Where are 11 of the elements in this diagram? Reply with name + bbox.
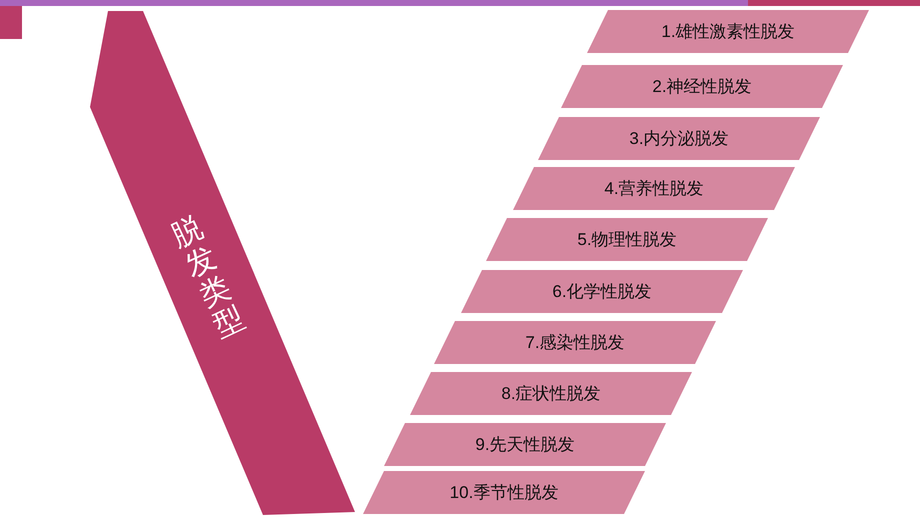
type-label: 1.雄性激素性脱发 [661, 22, 795, 42]
banner-title: 脱发类型 [166, 210, 250, 344]
type-label: 9.先天性脱发 [475, 434, 575, 454]
type-label: 2.神经性脱发 [652, 76, 752, 96]
type-label: 5.物理性脱发 [577, 230, 677, 250]
type-label: 10.季节性脱发 [450, 482, 558, 502]
type-label: 7.感染性脱发 [525, 332, 625, 352]
type-label: 3.内分泌脱发 [629, 128, 729, 148]
type-label: 8.症状性脱发 [501, 384, 601, 404]
type-label: 4.营养性脱发 [604, 178, 704, 198]
type-label: 6.化学性脱发 [552, 282, 652, 302]
